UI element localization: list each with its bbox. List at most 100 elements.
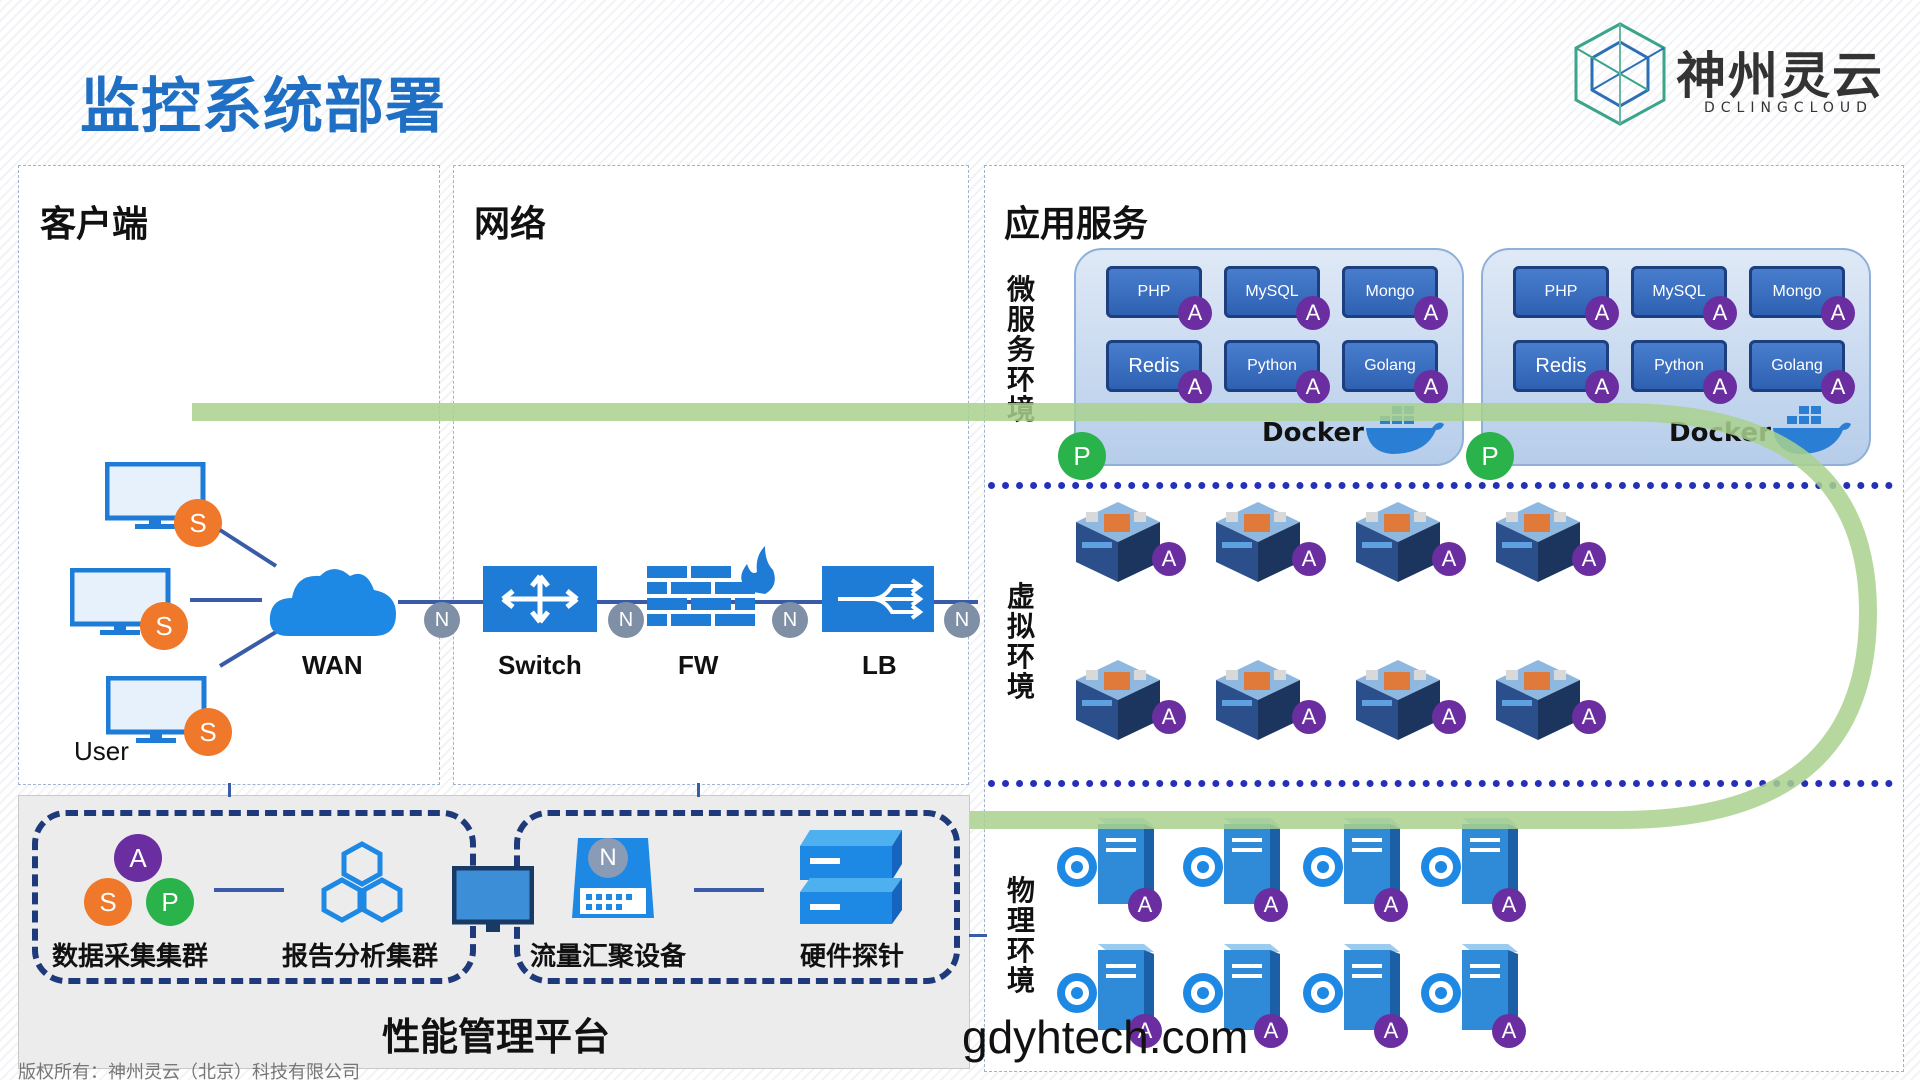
switch-label: Switch [498, 650, 582, 680]
agent-badge: A [114, 834, 162, 882]
app-panel-title: 应用服务 [1004, 204, 1149, 245]
virtual-env-label: 虚拟环境 [1006, 580, 1035, 703]
physical-env-label: 物理环境 [1006, 874, 1035, 997]
firewall-icon [647, 546, 775, 626]
agent-badge: A [1492, 1014, 1526, 1048]
client-panel-title: 客户端 [40, 204, 149, 245]
network-probe-badge: N [772, 602, 808, 638]
link [214, 888, 284, 892]
agent-badge: A [1128, 1014, 1162, 1048]
logo-name: 神州灵云 [1676, 47, 1884, 105]
document-icon [1303, 973, 1343, 1013]
vm-icon [1356, 502, 1440, 582]
network-probe-badge: N [588, 838, 628, 878]
cloud-icon [269, 569, 396, 636]
network-panel-title: 网络 [474, 204, 547, 245]
folder-icon [1303, 847, 1343, 887]
vm-icon [1216, 660, 1300, 740]
network-probe-badge: N [944, 602, 980, 638]
separator-micro-virtual [988, 482, 1893, 489]
agent-badge: A [1178, 296, 1212, 330]
agent-badge: A [1585, 370, 1619, 404]
sync-icon [1183, 847, 1223, 887]
logo-icon [1574, 22, 1666, 126]
user-label: User [74, 736, 129, 766]
vm-icon [1496, 502, 1580, 582]
session-badge: S [174, 499, 222, 547]
server-icon [1344, 818, 1400, 906]
flow-device-label: 流量汇聚设备 [530, 942, 687, 972]
report-cluster-label: 报告分析集群 [282, 942, 439, 972]
connector [969, 934, 987, 937]
session-badge: S [84, 878, 132, 926]
agent-badge: A [1178, 370, 1212, 404]
connector [697, 783, 700, 797]
vm-icon [1216, 502, 1300, 582]
hardware-probe-label: 硬件探针 [800, 942, 905, 972]
cluster-icon [321, 841, 403, 923]
database-icon [1421, 847, 1461, 887]
vm-icon [1356, 660, 1440, 740]
vm-icon [1076, 660, 1160, 740]
agent-badge: A [1296, 296, 1330, 330]
collect-cluster-label: 数据采集集群 [52, 942, 209, 972]
agent-badge: A [1414, 370, 1448, 404]
fw-label: FW [678, 650, 719, 680]
agent-badge: A [1414, 296, 1448, 330]
session-badge: S [140, 602, 188, 650]
probe-badge: P [1058, 432, 1106, 480]
agent-badge: A [1152, 542, 1186, 576]
agent-badge: A [1374, 888, 1408, 922]
connector [228, 783, 231, 797]
link [694, 888, 764, 892]
agent-badge: A [1821, 296, 1855, 330]
globe-icon [1057, 847, 1097, 887]
agent-badge: A [1254, 1014, 1288, 1048]
terminal-icon [1421, 973, 1461, 1013]
platform-title: 性能管理平台 [382, 1015, 611, 1059]
document-icon [1057, 973, 1097, 1013]
agent-badge: A [1128, 888, 1162, 922]
agent-badge: A [1572, 700, 1606, 734]
network-probe-badge: N [424, 602, 460, 638]
network-link [398, 600, 978, 604]
agent-badge: A [1572, 542, 1606, 576]
network-panel [453, 165, 969, 785]
separator-virtual-physical [988, 780, 1893, 787]
agent-badge: A [1432, 700, 1466, 734]
hardware-probe-icon [800, 830, 902, 924]
switch-icon [483, 566, 597, 632]
footer-copyright: 版权所有：神州灵云（北京）科技有限公司 [18, 1062, 360, 1083]
probe-badge: P [146, 878, 194, 926]
agent-badge: A [1374, 1014, 1408, 1048]
service-box: Python [1224, 340, 1320, 392]
monitor-icon [105, 462, 206, 529]
agent-badge: A [1296, 370, 1330, 404]
logo-subtitle: DCLINGCLOUD [1704, 100, 1873, 116]
network-probe-badge: N [608, 602, 644, 638]
lb-label: LB [862, 650, 897, 680]
docker-label: Docker [1262, 418, 1364, 448]
agent-badge: A [1492, 888, 1526, 922]
monitor-icon [452, 866, 534, 932]
session-badge: S [184, 708, 232, 756]
service-box: Python [1631, 340, 1727, 392]
terminal-icon [1183, 973, 1223, 1013]
agent-badge: A [1152, 700, 1186, 734]
agent-badge: A [1292, 542, 1326, 576]
agent-badge: A [1292, 700, 1326, 734]
probe-badge: P [1466, 432, 1514, 480]
client-links [190, 528, 278, 668]
agent-badge: A [1432, 542, 1466, 576]
vm-icon [1076, 502, 1160, 582]
wan-label: WAN [302, 650, 363, 680]
page-title: 监控系统部署 [80, 72, 446, 142]
agent-badge: A [1254, 888, 1288, 922]
agent-badge: A [1585, 296, 1619, 330]
agent-badge: A [1821, 370, 1855, 404]
watermark: gdyhtech.com [962, 1011, 1249, 1063]
load-balancer-icon [822, 566, 934, 632]
agent-badge: A [1703, 296, 1737, 330]
agent-badge: A [1703, 370, 1737, 404]
vm-icon [1496, 660, 1580, 740]
